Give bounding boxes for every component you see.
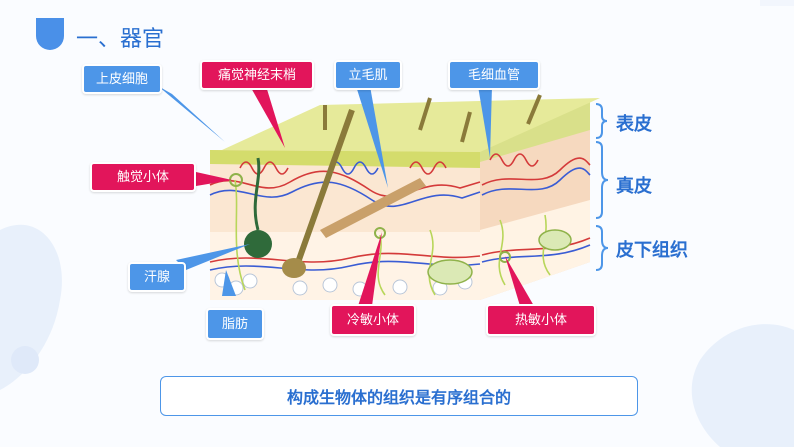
heat-corpuscle-mark	[499, 251, 511, 263]
arrector-pili-muscle	[320, 178, 426, 238]
label-heat-corpuscle: 热敏小体	[486, 304, 596, 336]
right-face-subcutaneous	[480, 200, 590, 300]
label-pain-nerve-ending: 痛觉神经末梢	[200, 60, 314, 90]
label-epidermal-cell: 上皮细胞	[82, 64, 162, 94]
right-blob	[691, 324, 794, 447]
label-arrector-pili: 立毛肌	[334, 60, 402, 90]
layer-epidermis: 表皮	[616, 114, 652, 135]
label-fat: 脂肪	[206, 308, 264, 340]
cold-corpuscle-mark	[374, 227, 386, 239]
label-cold-corpuscle: 冷敏小体	[330, 304, 416, 336]
right-corpuscle	[538, 229, 572, 251]
section-title: 一、器官	[36, 18, 236, 52]
top-bar	[760, 0, 794, 6]
epidermis-top	[222, 98, 600, 152]
conclusion-box: 构成生物体的组织是有序组合的	[160, 376, 638, 416]
callout-pointers	[158, 86, 534, 306]
left-blob	[0, 224, 62, 390]
layer-braces	[595, 103, 609, 271]
right-face-epidermis	[480, 100, 590, 162]
layer-dermis: 真皮	[616, 176, 652, 197]
sweat-gland	[244, 157, 272, 258]
label-sweat-gland: 汗腺	[128, 262, 186, 292]
left-dot	[11, 346, 39, 374]
hair-follicle	[282, 94, 542, 278]
title-tab-decoration	[36, 18, 64, 50]
pacinian-corpuscle	[427, 259, 473, 285]
label-capillary: 毛细血管	[448, 60, 540, 90]
label-touch-corpuscle: 触觉小体	[90, 162, 196, 192]
page-title: 一、器官	[76, 27, 165, 52]
layer-subcutaneous: 皮下组织	[616, 240, 688, 261]
